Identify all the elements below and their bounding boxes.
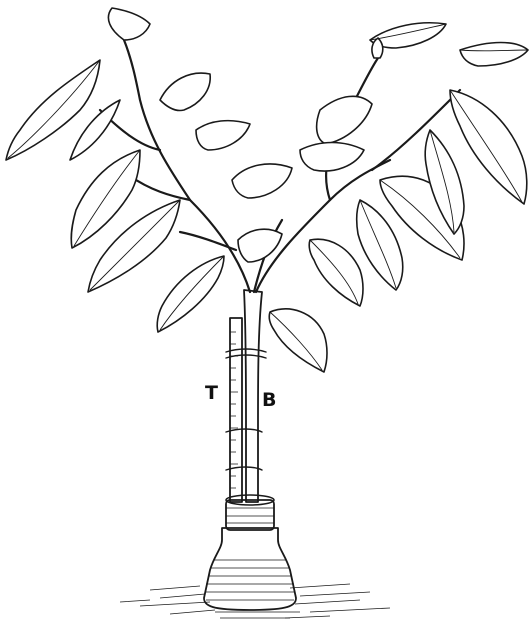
leaf-far-right: [460, 43, 528, 67]
leaf-right-center: [300, 143, 364, 172]
tube-label: T: [205, 384, 218, 403]
leaf-center-low: [238, 229, 282, 262]
leaf-mid-left: [196, 121, 250, 150]
cut-branch-stem: [226, 290, 266, 502]
ground-hatching: [120, 584, 390, 618]
leaves: [6, 8, 528, 372]
flask: [204, 495, 296, 610]
leaf-left-4: [157, 256, 224, 332]
branch-label: B: [262, 391, 276, 410]
leaf-center-left: [160, 73, 210, 110]
leaf-right-upper: [317, 96, 372, 144]
leaf-center: [232, 164, 292, 198]
leaf-right-low: [269, 309, 327, 372]
leaf-top-left: [108, 8, 150, 40]
graduated-tube: [230, 318, 242, 502]
